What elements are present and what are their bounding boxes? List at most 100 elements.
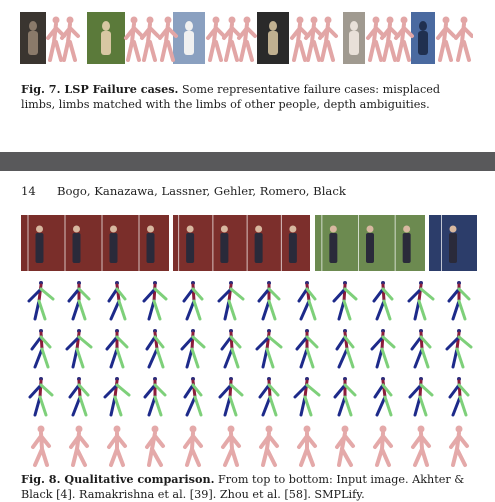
fig8-skeleton — [335, 329, 355, 369]
fig8-label: Fig. 8. Qualitative comparison. — [21, 472, 215, 486]
fig7-caption: Fig. 7. LSP Failure cases. Some represen… — [21, 82, 476, 112]
fig8-photo-person-body — [366, 233, 374, 263]
fig8-skeleton — [105, 329, 129, 369]
fig8-skeleton — [217, 281, 245, 321]
fig8-photo-graphic — [21, 215, 477, 271]
fig8-photo-person-head — [289, 225, 297, 233]
fig8-photo-person-body — [329, 233, 338, 263]
fig8-skeleton — [297, 281, 317, 321]
fig7-photo-person — [29, 21, 37, 31]
fig8-skeleton — [142, 281, 168, 321]
fig8-skeleton — [220, 329, 242, 369]
fig8-input-images — [21, 215, 477, 271]
fig8-mesh — [411, 425, 431, 467]
fig7-photo-person — [350, 21, 358, 31]
fig8-photo-divider — [27, 215, 29, 271]
fig8-photo-divider — [64, 215, 66, 271]
fig8-skeleton — [332, 281, 358, 321]
fig7-mesh-figure — [237, 16, 257, 62]
fig8-caption-text: From top to bottom: Input image. Akhter … — [21, 473, 465, 501]
fig8-skeleton — [65, 329, 93, 369]
fig8-mesh — [221, 425, 241, 467]
fig7-strip-graphic — [20, 12, 474, 64]
fig8-photo-person-head — [255, 225, 263, 233]
fig8-skeleton — [295, 329, 319, 369]
fig8-skeleton — [257, 281, 281, 321]
fig8-photo-person-head — [147, 225, 154, 233]
fig8-photo-person-body — [146, 233, 155, 263]
fig8-skeleton — [28, 377, 54, 417]
fig7-photo-person — [419, 21, 427, 31]
fig8-photo-person-head — [220, 225, 228, 233]
fig8-photo-divider — [280, 215, 282, 271]
fig7-mesh-figure — [158, 16, 178, 62]
fig8-skeleton — [218, 377, 244, 417]
fig8-photo-divider — [358, 215, 359, 271]
fig8-skeleton — [258, 377, 280, 417]
fig7-photo-body — [349, 31, 359, 55]
fig8-skeleton — [183, 377, 203, 417]
fig8-skeleton — [180, 329, 206, 369]
fig7-photo-person — [102, 21, 110, 31]
fig8-skeleton — [447, 281, 471, 321]
fig8-photo-person-body — [254, 233, 263, 263]
fig7-photo-body — [418, 31, 428, 55]
fig8-skeleton — [67, 281, 91, 321]
fig8-skeleton — [445, 329, 473, 369]
fig8-photo-divider — [394, 215, 396, 271]
fig8-photo-person-head — [186, 225, 194, 233]
fig8-photo-divider — [246, 215, 248, 271]
fig7-mesh-figure — [394, 16, 414, 62]
fig8-mesh — [145, 425, 165, 467]
fig7-mesh-figure — [318, 16, 338, 62]
fig8-mesh — [259, 425, 279, 467]
fig8-mesh — [297, 425, 317, 467]
fig8-mesh — [183, 425, 203, 467]
fig8-photo-person-head — [73, 225, 80, 233]
fig8-photo-person-head — [366, 225, 374, 233]
fig8-skeleton — [107, 281, 127, 321]
fig7-photo-body — [101, 31, 111, 55]
fig8-photo-person-body — [72, 233, 81, 263]
fig7-mesh-figure — [380, 16, 400, 62]
fig7-mesh-figure — [124, 16, 144, 62]
fig8-photo-group — [173, 215, 310, 271]
fig8-skeleton — [333, 377, 357, 417]
fig8-skeleton — [182, 281, 204, 321]
fig8-skeleton — [293, 377, 321, 417]
fig8-photo-divider — [138, 215, 140, 271]
fig7-label: Fig. 7. LSP Failure cases. — [21, 82, 179, 96]
fig8-photo-person-body — [449, 233, 457, 263]
fig8-photo-person-head — [403, 225, 411, 233]
fig8-photo-divider — [178, 215, 180, 271]
fig8-photo-person-body — [186, 233, 195, 263]
fig7-caption-text: Some representative failure cases: mispl… — [21, 83, 441, 111]
fig8-poses-graphic — [27, 281, 473, 467]
fig8-skeleton — [408, 377, 434, 417]
fig8-photo-person-head — [36, 225, 43, 233]
fig7-mesh-figure — [206, 16, 226, 62]
fig8-caption: Fig. 8. Qualitative comparison. From top… — [21, 472, 476, 502]
fig8-photo-divider — [212, 215, 214, 271]
page-number: 14 — [21, 184, 36, 198]
fig7-mesh-figure — [222, 16, 242, 62]
page-divider — [0, 152, 495, 171]
fig7-photo-person — [269, 21, 277, 31]
fig8-photo-person-head — [329, 225, 337, 233]
fig7-mesh-figure — [46, 16, 66, 62]
fig8-skeleton — [410, 329, 432, 369]
fig8-skeleton — [372, 281, 394, 321]
fig7-mesh-figure — [436, 16, 456, 62]
fig8-mesh — [69, 425, 89, 467]
fig8-skeleton — [373, 377, 393, 417]
fig8-photo-divider — [441, 215, 442, 271]
fig8-photo-person-body — [220, 233, 229, 263]
fig8-photo-divider — [101, 215, 103, 271]
fig7-mesh-figure — [304, 16, 324, 62]
page-fig7: Fig. 7. LSP Failure cases. Some represen… — [0, 0, 495, 152]
fig7-photo-body — [268, 31, 278, 55]
fig8-skeleton — [103, 377, 131, 417]
fig8-mesh — [335, 425, 355, 467]
